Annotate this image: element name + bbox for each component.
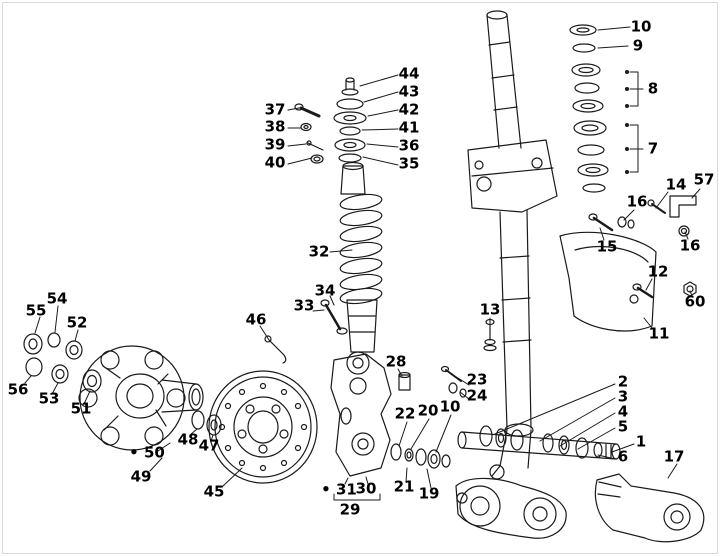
steering-bearing-stack (569, 24, 609, 193)
small-hardware (264, 195, 697, 398)
suspension-link (455, 477, 567, 539)
cover-bracket (559, 231, 657, 332)
link-arm (594, 473, 705, 543)
bracket-dots (625, 70, 629, 174)
shock-mount-stack (333, 77, 367, 163)
mount-bolts (294, 103, 324, 164)
axle-washers (390, 443, 451, 469)
caliper-bracket (330, 353, 411, 477)
front-fork (467, 10, 558, 480)
leader-lines (24, 26, 701, 501)
wheel-hub (78, 345, 204, 451)
hub-bearings (23, 332, 102, 393)
wheel-axle (457, 425, 621, 460)
brake-disc (208, 370, 318, 484)
shock-absorber (339, 161, 383, 375)
